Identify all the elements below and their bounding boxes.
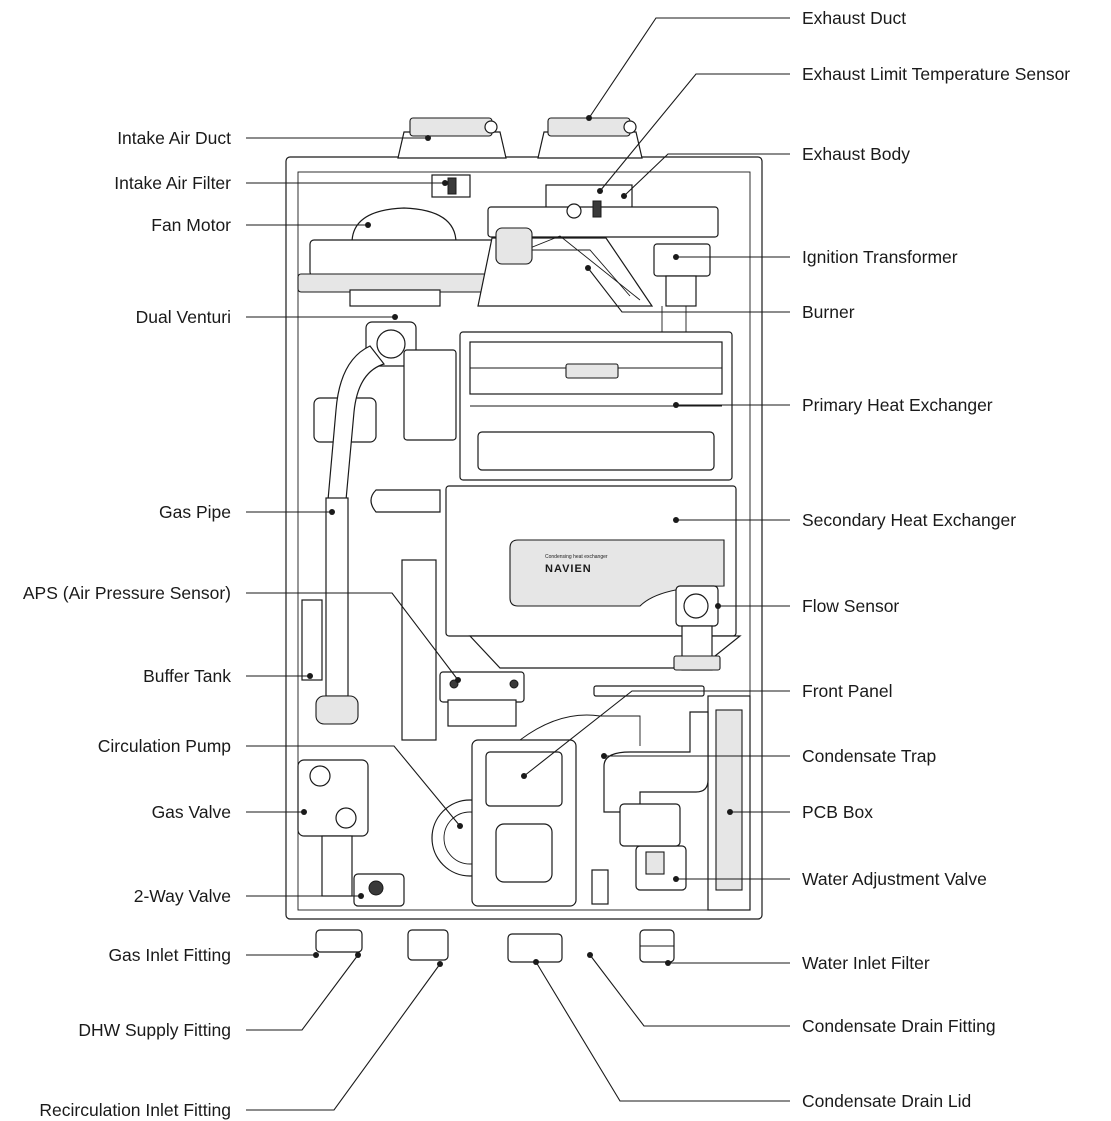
two-way-valve-shape	[353, 873, 405, 907]
label-buffer-tank: Buffer Tank	[143, 666, 231, 686]
pcb-box-shape	[707, 695, 751, 911]
primary-heat-exchanger-shape	[459, 331, 733, 481]
label-primary-heat-exchanger: Primary Heat Exchanger	[802, 395, 993, 415]
label-front-panel: Front Panel	[802, 681, 892, 701]
labels-left: Intake Air Duct Intake Air Filter Fan Mo…	[23, 128, 231, 1120]
label-flow-sensor: Flow Sensor	[802, 596, 899, 616]
label-dual-venturi: Dual Venturi	[136, 307, 231, 327]
label-gas-inlet-fitting: Gas Inlet Fitting	[108, 945, 231, 965]
fan-motor-shape	[297, 207, 504, 307]
label-circulation-pump: Circulation Pump	[98, 736, 231, 756]
flow-sensor-shape	[673, 585, 721, 671]
brand-name: NAVIEN	[545, 563, 592, 575]
aps-shape	[439, 671, 525, 727]
cabinet-inner	[297, 171, 751, 911]
secondary-heat-exchanger-shape: Condensing heat exchanger NAVIEN	[445, 485, 742, 669]
label-condensate-drain-fitting: Condensate Drain Fitting	[802, 1016, 996, 1036]
label-water-adjustment-valve: Water Adjustment Valve	[802, 869, 987, 889]
label-condensate-trap: Condensate Trap	[802, 746, 936, 766]
exhaust-body-shape	[487, 184, 719, 238]
exhaust-duct-shape	[537, 117, 643, 159]
label-dhw-supply-fitting: DHW Supply Fitting	[78, 1020, 231, 1040]
label-gas-pipe: Gas Pipe	[159, 502, 231, 522]
label-aps: APS (Air Pressure Sensor)	[23, 583, 231, 603]
leader-lines-left	[246, 135, 463, 1111]
buffer-tank-shape	[301, 559, 437, 741]
labels-right: Exhaust Duct Exhaust Limit Temperature S…	[802, 8, 1070, 1111]
label-water-inlet-filter: Water Inlet Filter	[802, 953, 930, 973]
dual-venturi-shape	[313, 321, 457, 443]
bottom-fittings	[315, 929, 675, 963]
label-exhaust-body: Exhaust Body	[802, 144, 910, 164]
label-burner: Burner	[802, 302, 855, 322]
label-ignition-transformer: Ignition Transformer	[802, 247, 958, 267]
label-secondary-heat-exchanger: Secondary Heat Exchanger	[802, 510, 1016, 530]
label-intake-air-filter: Intake Air Filter	[114, 173, 231, 193]
gas-valve-shape	[297, 759, 369, 897]
intake-air-filter-shape	[431, 174, 471, 198]
unit-illustration: Condensing heat exchanger NAVIEN	[285, 117, 763, 963]
brand-subtitle: Condensing heat exchanger	[545, 554, 608, 560]
label-intake-air-duct: Intake Air Duct	[117, 128, 231, 148]
label-two-way-valve: 2-Way Valve	[134, 886, 231, 906]
label-exhaust-limit-temperature-sensor: Exhaust Limit Temperature Sensor	[802, 64, 1070, 84]
label-fan-motor: Fan Motor	[151, 215, 231, 235]
label-pcb-box: PCB Box	[802, 802, 873, 822]
leader-lines-right	[521, 17, 790, 1102]
label-recirculation-inlet-fitting: Recirculation Inlet Fitting	[39, 1100, 231, 1120]
label-condensate-drain-lid: Condensate Drain Lid	[802, 1091, 971, 1111]
label-gas-valve: Gas Valve	[152, 802, 231, 822]
burner-shape	[477, 227, 654, 307]
label-exhaust-duct: Exhaust Duct	[802, 8, 906, 28]
